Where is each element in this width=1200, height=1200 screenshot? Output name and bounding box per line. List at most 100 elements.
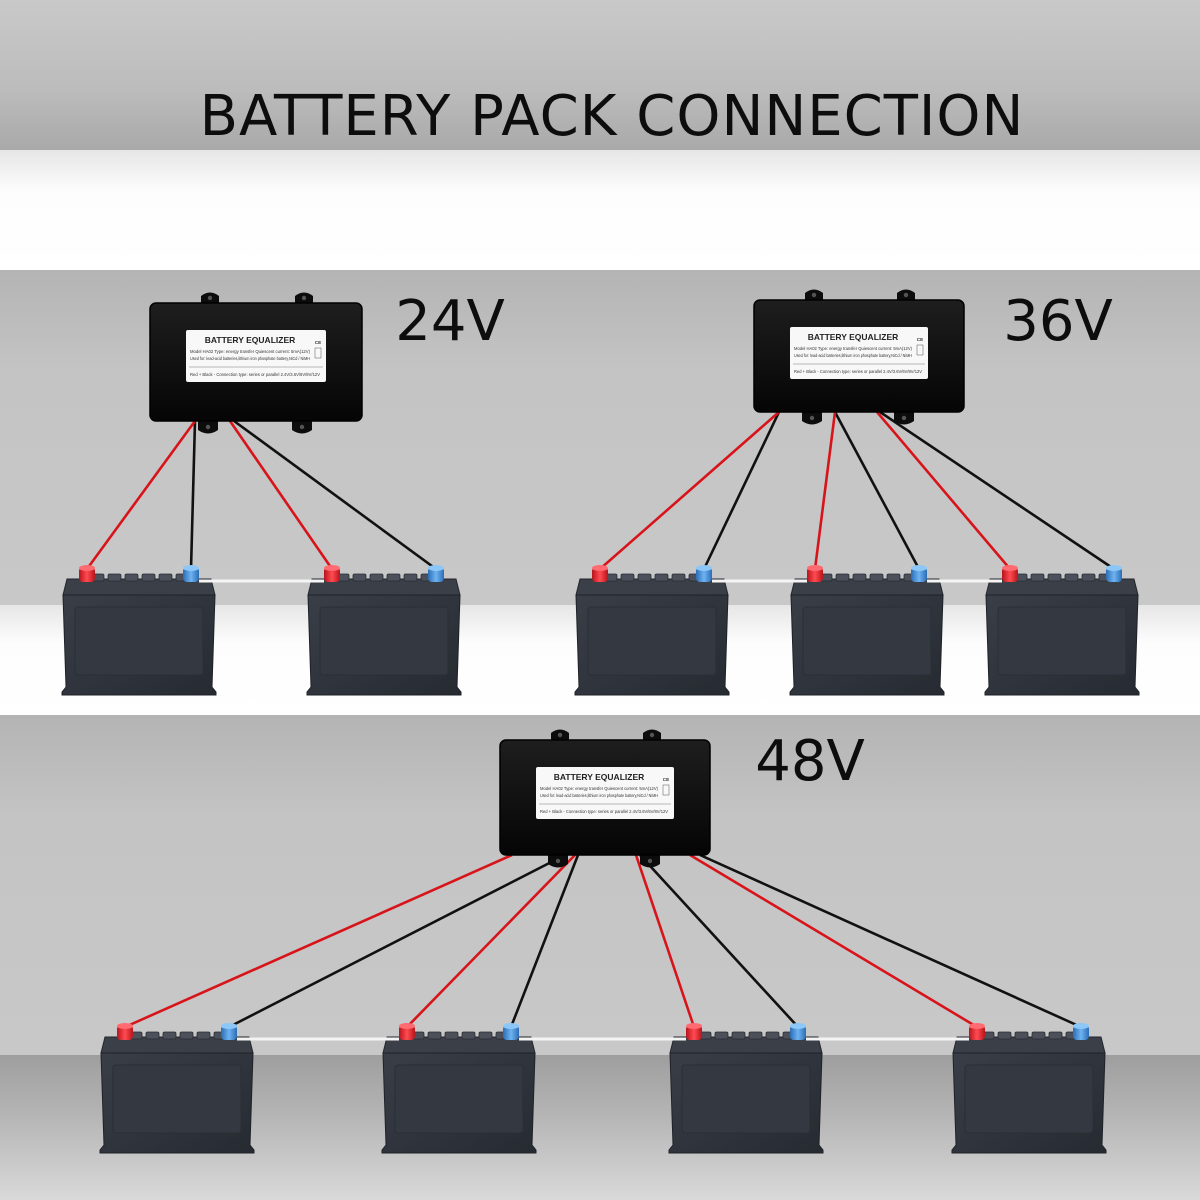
equalizer-label [186, 330, 326, 382]
cell-cap [141, 573, 156, 582]
mounting-hole [649, 732, 655, 738]
battery-front-panel [587, 606, 717, 676]
cell-cap [1014, 1031, 1029, 1040]
negative-wire [233, 419, 437, 571]
negative-wire [879, 410, 1115, 571]
positive-terminal [1002, 567, 1018, 582]
cell-cap [158, 573, 173, 582]
mounting-hole [903, 292, 909, 298]
ce-mark: CE [917, 337, 923, 342]
battery-front-panel [112, 1064, 242, 1134]
positive-terminal-top [592, 565, 608, 571]
mounting-hole [555, 858, 561, 864]
negative-wire [702, 411, 781, 570]
battery-front-panel [964, 1064, 1094, 1134]
positive-wire [813, 411, 837, 570]
cell-cap [179, 1031, 194, 1040]
cell-cap [835, 573, 850, 582]
positive-terminal [592, 567, 608, 582]
positive-terminal [969, 1025, 985, 1040]
negative-wire [699, 853, 1082, 1029]
equalizer-model-line: Model HA02 Type: energy transfer Quiesce… [540, 786, 658, 791]
cell-cap [852, 573, 867, 582]
battery-front-panel [74, 606, 204, 676]
cell-cap [403, 573, 418, 582]
battery-front-panel [681, 1064, 811, 1134]
cell-cap [386, 573, 401, 582]
48v-battery-4 [951, 1023, 1107, 1154]
cell-cap [124, 573, 139, 582]
battery-front-panel [997, 606, 1127, 676]
equalizer-heading: BATTERY EQUALIZER [554, 772, 645, 782]
cell-cap [478, 1031, 493, 1040]
positive-terminal-top [399, 1023, 415, 1029]
voltage-label-24v: 24V [395, 289, 505, 354]
equalizer-used-line: Used for: lead-acid batteries,lithium ir… [794, 353, 912, 358]
mounting-hole [811, 292, 817, 298]
battery-front-panel [319, 606, 449, 676]
positive-wire [689, 853, 978, 1029]
cell-cap [461, 1031, 476, 1040]
mounting-hole [299, 424, 305, 430]
cell-cap [1064, 573, 1079, 582]
positive-terminal [79, 567, 95, 582]
positive-wire [406, 854, 576, 1028]
positive-terminal [686, 1025, 702, 1040]
24v-batteries [61, 565, 462, 696]
48v-battery-3 [668, 1023, 824, 1154]
page-title: BATTERY PACK CONNECTION [200, 84, 1025, 149]
cell-cap [1030, 573, 1045, 582]
cell-cap [1047, 573, 1062, 582]
equalizer-label [790, 327, 928, 379]
voltage-label-36v: 36V [1003, 289, 1113, 354]
equalizer-used-line: Used for: lead-acid batteries,lithium ir… [540, 793, 658, 798]
cell-cap [671, 573, 686, 582]
cell-cap [637, 573, 652, 582]
negative-terminal [696, 567, 712, 582]
mounting-hole [207, 295, 213, 301]
negative-terminal-top [428, 565, 444, 571]
negative-wire [189, 420, 197, 570]
cell-cap [731, 1031, 746, 1040]
negative-terminal-top [503, 1023, 519, 1029]
cell-cap [427, 1031, 442, 1040]
negative-terminal [221, 1025, 237, 1040]
48v-equalizer: BATTERY EQUALIZER Model HA02 Type: energy… [499, 729, 711, 868]
negative-terminal [1106, 567, 1122, 582]
cell-cap [444, 1031, 459, 1040]
negative-terminal [1073, 1025, 1089, 1040]
header-band [0, 0, 1200, 150]
battery-front-panel [802, 606, 932, 676]
positive-terminal-top [79, 565, 95, 571]
positive-wire [634, 854, 696, 1028]
positive-wire [228, 420, 334, 570]
mounting-hole [901, 415, 907, 421]
recycle-icon [662, 784, 670, 796]
cell-cap [886, 573, 901, 582]
negative-wire [509, 854, 580, 1028]
negative-terminal-top [696, 565, 712, 571]
positive-terminal [807, 567, 823, 582]
cell-cap [107, 573, 122, 582]
36v-wires [599, 410, 1115, 571]
24v-battery-2 [306, 565, 462, 696]
negative-wire [833, 411, 921, 570]
battery-front-panel [394, 1064, 524, 1134]
positive-wire [876, 411, 1011, 570]
cell-cap [162, 1031, 177, 1040]
negative-terminal-top [911, 565, 927, 571]
cell-cap [1048, 1031, 1063, 1040]
positive-terminal-top [686, 1023, 702, 1029]
48v-battery-1 [99, 1023, 255, 1154]
24v-wires [85, 419, 437, 571]
negative-wire [639, 854, 799, 1028]
negative-terminal-top [1073, 1023, 1089, 1029]
positive-wire [599, 411, 780, 570]
negative-terminal [911, 567, 927, 582]
ce-mark: CE [315, 340, 321, 345]
positive-terminal-top [1002, 565, 1018, 571]
positive-terminal [399, 1025, 415, 1040]
positive-wire [124, 853, 513, 1029]
